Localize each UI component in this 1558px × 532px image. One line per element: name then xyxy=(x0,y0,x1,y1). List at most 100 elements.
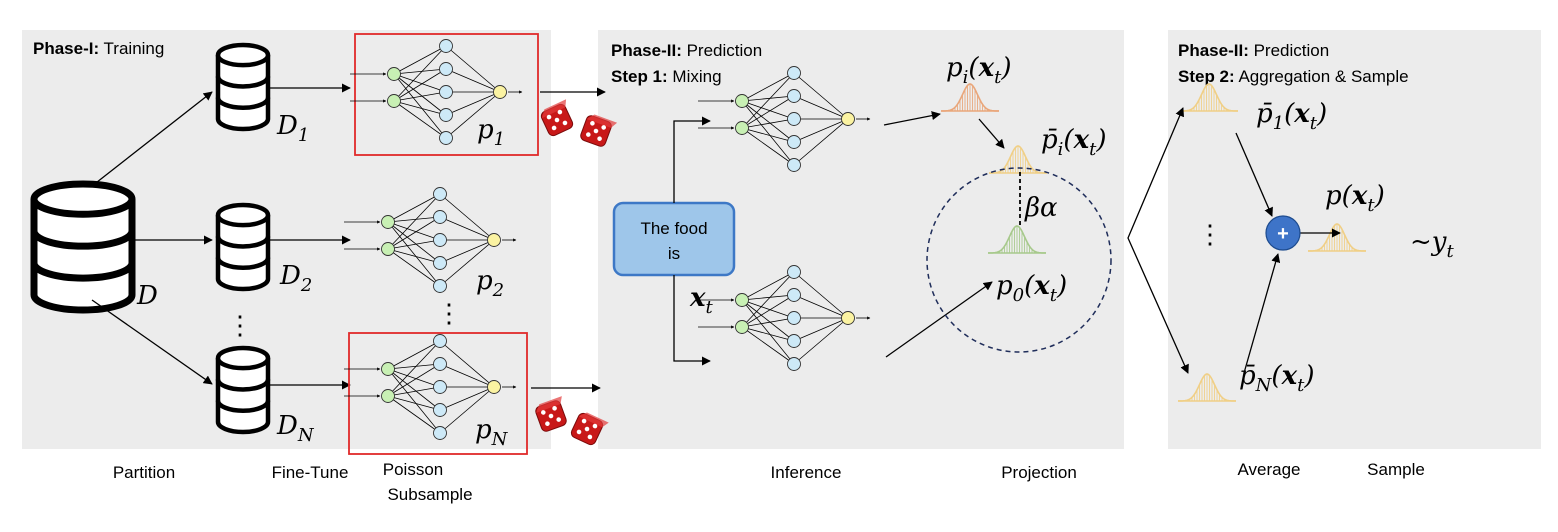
stage-sample-label: Sample xyxy=(1367,460,1425,479)
model-p1-edge xyxy=(445,68,501,93)
model-p1-edge xyxy=(393,73,447,93)
model-p2-label: p2 xyxy=(476,266,504,301)
model-pn-input-node xyxy=(381,389,395,403)
subsample-box-1 xyxy=(354,33,539,156)
model-pn-hidden-node xyxy=(433,334,447,348)
model-pn-label: pN xyxy=(475,415,509,450)
model-p2-edge xyxy=(439,216,495,241)
inference-private-edge xyxy=(741,100,795,120)
phase1-title: Phase-I: Training xyxy=(33,39,164,58)
prompt-branch-top xyxy=(673,116,711,203)
subsample-box-n xyxy=(348,332,528,455)
projection-to-aggregation-arrows xyxy=(1127,107,1189,374)
inference-private-edge xyxy=(793,95,849,120)
pbar-n-label: p̄N(xt) xyxy=(1239,361,1314,396)
inference-private-edge xyxy=(741,118,795,129)
inference-public-edge xyxy=(741,299,795,365)
inference-private-edge xyxy=(793,118,849,143)
model-pn-edge xyxy=(387,340,441,397)
inference-public-hidden-node xyxy=(787,334,801,348)
dice-icon xyxy=(540,99,618,147)
model-p2-edge xyxy=(387,221,441,241)
inference-private-edge xyxy=(793,72,849,120)
inference-public-edge xyxy=(741,326,795,342)
beta-alpha-label: βα xyxy=(1024,193,1058,223)
model-pn-hidden-node xyxy=(433,357,447,371)
inference-private-input-node xyxy=(735,121,749,135)
model-pn-edge xyxy=(439,386,495,411)
model-pn-edge xyxy=(439,340,495,388)
partition-arrow-d1 xyxy=(91,91,213,187)
inference-private-edge xyxy=(741,95,795,102)
dataset-d-label: D xyxy=(136,281,158,311)
dataset-ellipsis: ⋮ xyxy=(227,311,253,341)
model-p1-edge xyxy=(393,68,447,102)
model-p1-edge xyxy=(393,73,447,139)
inference-private-hidden-node xyxy=(787,135,801,149)
model-p1-edge xyxy=(445,91,501,139)
model-p1-input-node xyxy=(387,67,401,81)
model-p2-edge xyxy=(387,216,441,223)
dataset-d2-label: D2 xyxy=(279,261,312,296)
p-aggregate-label: p(xt) xyxy=(1325,181,1385,216)
inference-private-edge xyxy=(741,127,795,166)
model-p1-edge xyxy=(393,100,447,139)
plus-icon: + xyxy=(1277,223,1289,245)
distribution-pi-icon xyxy=(940,83,1000,112)
stage-projection-label: Projection xyxy=(1001,463,1077,482)
model-p1-hidden-node xyxy=(439,39,453,53)
model-p2-input-node xyxy=(381,215,395,229)
model-p1-edge xyxy=(393,68,447,75)
model-p2-hidden-node xyxy=(433,210,447,224)
model-pn-edge xyxy=(387,363,441,370)
inference-public-edge xyxy=(741,294,795,328)
inference-public-edge xyxy=(741,317,795,328)
model-pn-hidden-node xyxy=(433,426,447,440)
model-pn-input-node xyxy=(381,362,395,376)
model-p2-hidden-node xyxy=(433,187,447,201)
inference-public-edge xyxy=(741,299,795,319)
model-p2-edge xyxy=(387,239,441,250)
model-p2-edge xyxy=(387,216,441,250)
model-pn-edge xyxy=(387,395,441,434)
prompt-text-line2: is xyxy=(668,244,680,263)
inference-private-hidden-node xyxy=(787,66,801,80)
model-pn-edge xyxy=(387,368,441,434)
model-p1-hidden-node xyxy=(439,108,453,122)
model-p1-edge xyxy=(393,73,447,116)
phase2-step1-title-line2: Step 1: Mixing xyxy=(611,67,722,86)
model-pn-hidden-node xyxy=(433,403,447,417)
model-pn-edge xyxy=(387,340,441,370)
distribution-pbar-n-icon xyxy=(1177,373,1237,402)
distribution-pbar-1-icon xyxy=(1179,83,1239,112)
inference-private-hidden-node xyxy=(787,158,801,172)
model-ellipsis: ⋮ xyxy=(436,299,462,329)
inference-public-output-node xyxy=(841,311,855,325)
model-pn-edge xyxy=(387,368,441,411)
model-p2-network xyxy=(344,187,517,293)
model-p2-edge xyxy=(387,221,441,264)
model-p1-input-node xyxy=(387,94,401,108)
partition-arrow-dn xyxy=(91,299,213,385)
inference-private-edge xyxy=(793,118,849,166)
prompt-text-line1: The food xyxy=(640,219,707,238)
model-p1-edge xyxy=(393,100,447,116)
inference-network-private xyxy=(698,66,871,172)
inference-network-public xyxy=(698,265,871,371)
inference-private-hidden-node xyxy=(787,89,801,103)
pbar-1-label: p̄1(xt) xyxy=(1256,99,1327,134)
inference-public-input-node xyxy=(735,320,749,334)
model-pn-edge xyxy=(439,363,495,388)
inference-public-edge xyxy=(741,294,795,301)
model-p1-hidden-node xyxy=(439,85,453,99)
full-dataset-icon xyxy=(30,180,136,314)
inference-private-hidden-node xyxy=(787,112,801,126)
model-pn-edge xyxy=(387,363,441,397)
distribution-aggregate-icon xyxy=(1307,223,1367,252)
model-pn-hidden-node xyxy=(433,380,447,394)
model-p1-edge xyxy=(393,91,447,102)
prompt-branch-bottom xyxy=(673,275,711,366)
model-pn-edge xyxy=(439,386,495,434)
model-p1-network xyxy=(350,39,523,145)
inference-private-edge xyxy=(741,100,795,166)
